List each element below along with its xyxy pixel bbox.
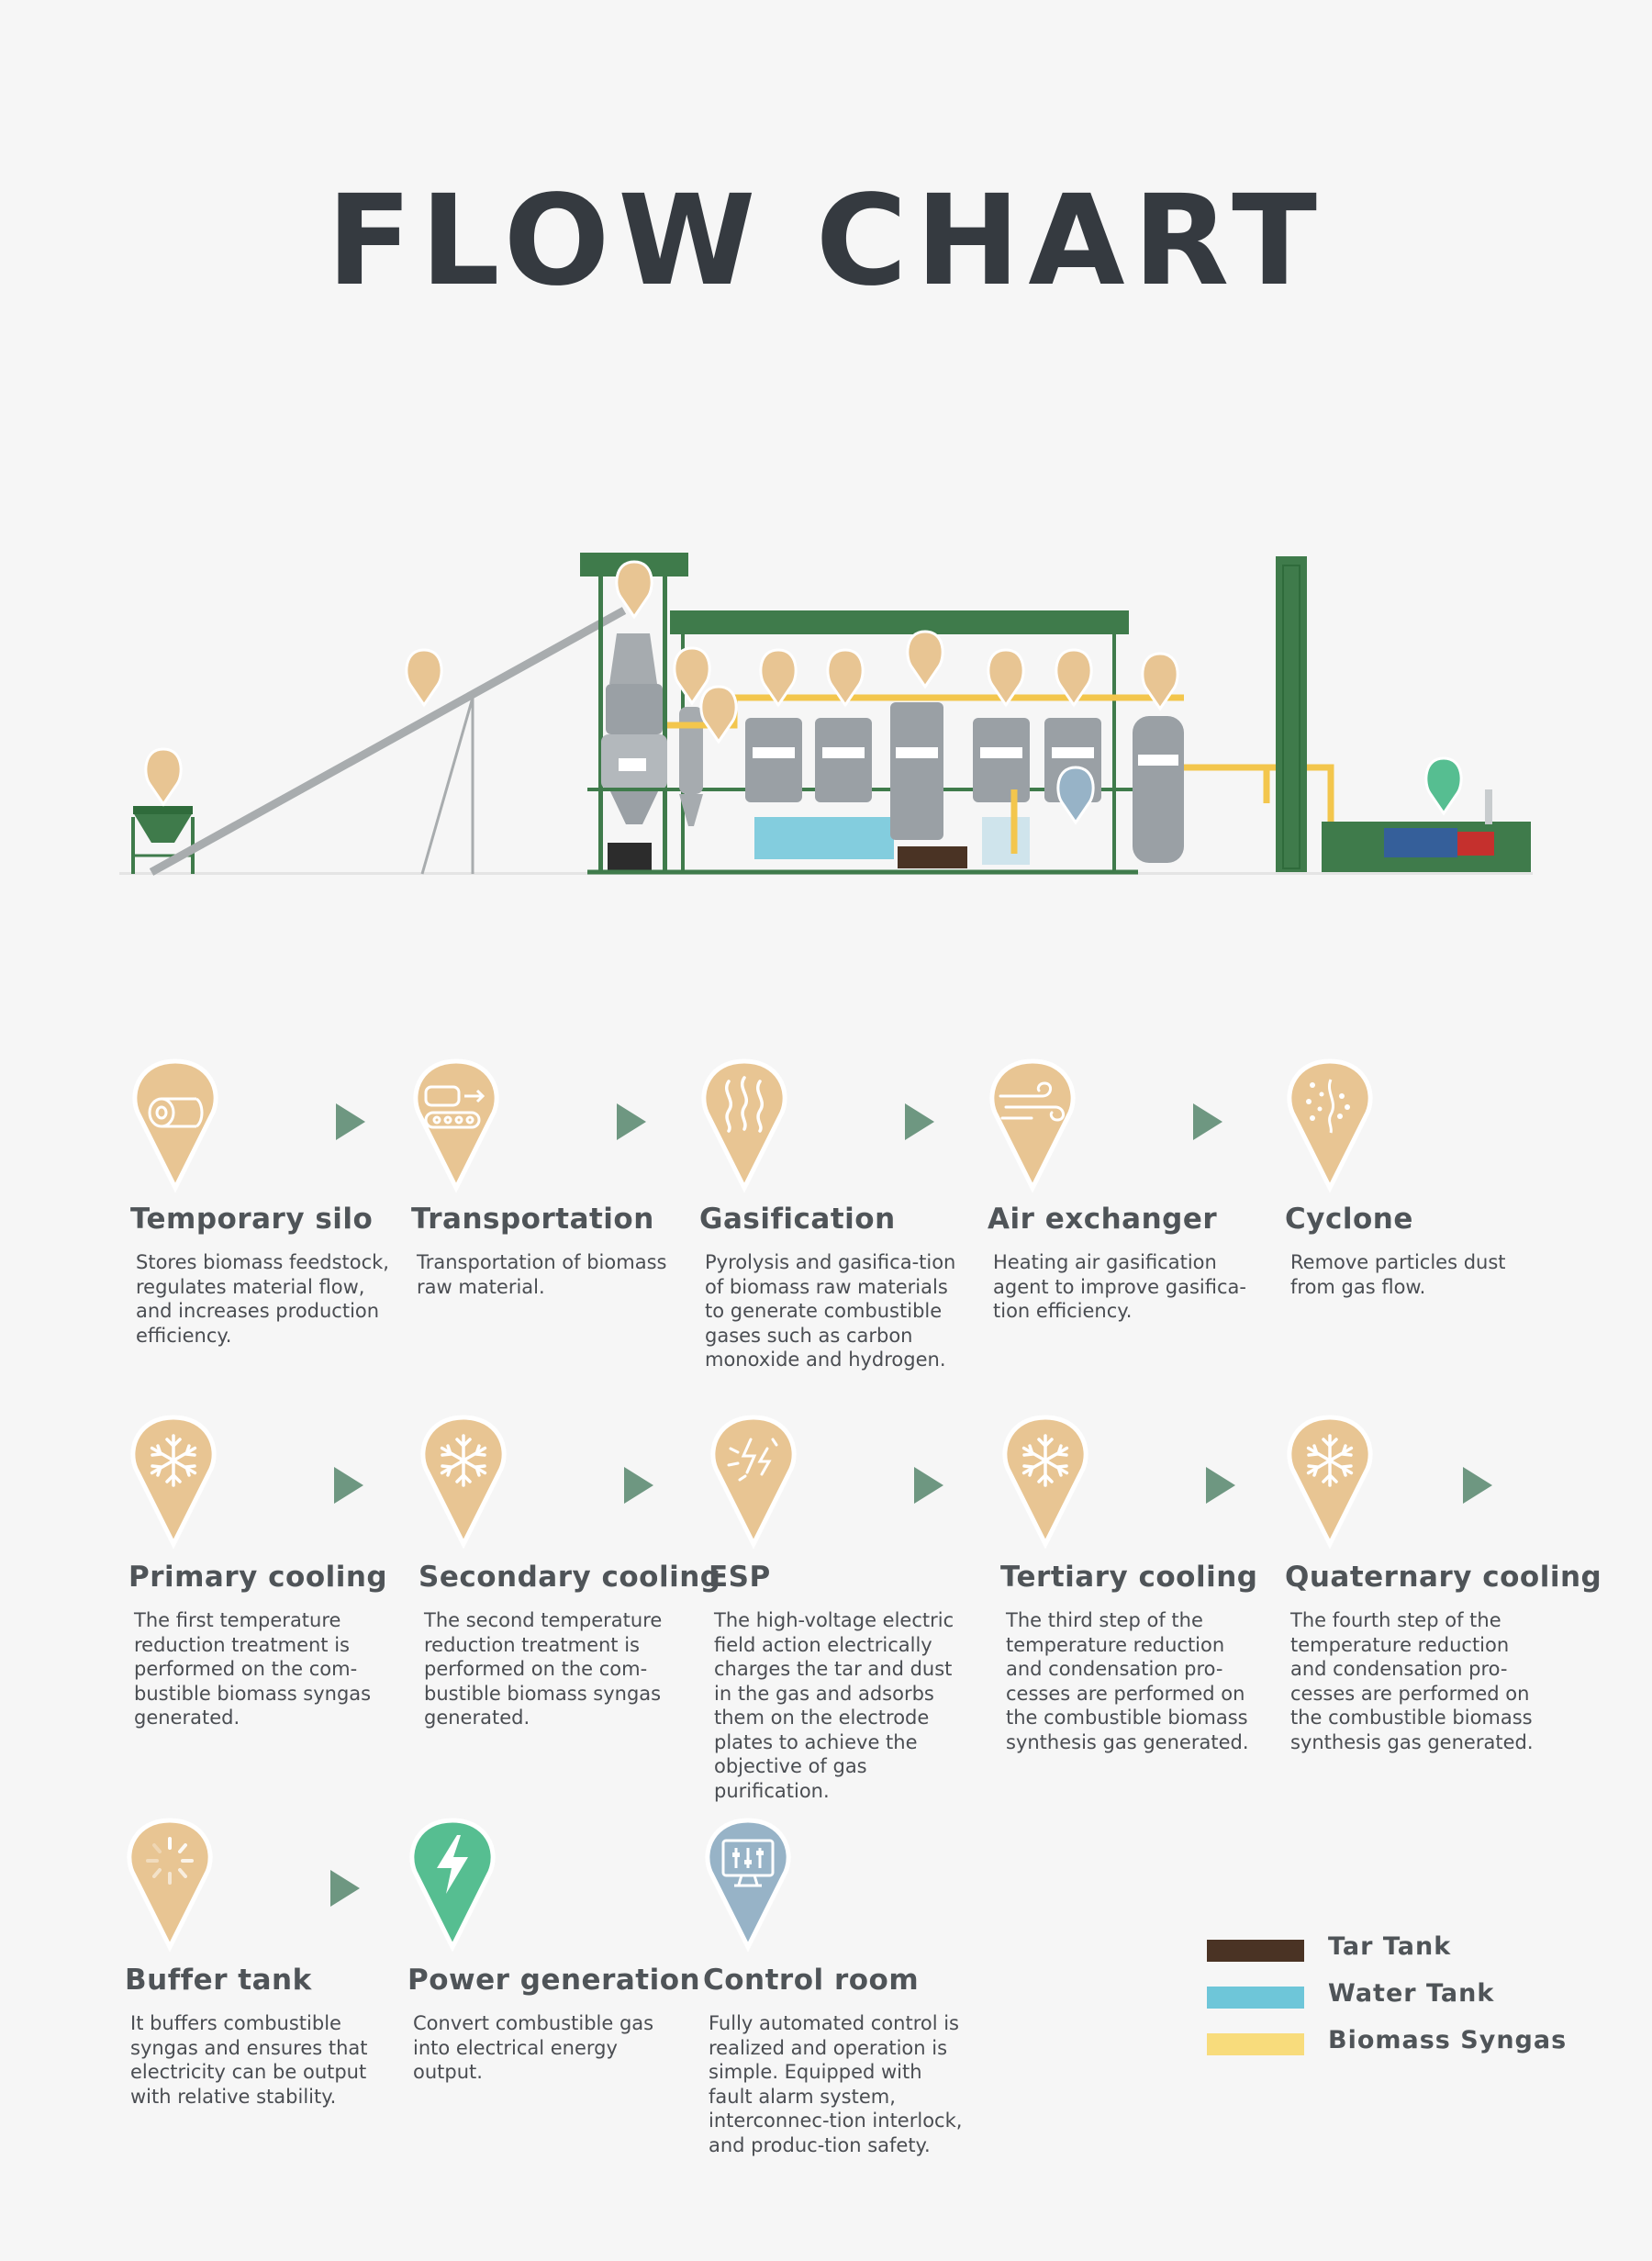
- step-description: The high-voltage electric field action e…: [714, 1609, 954, 1802]
- step-title: Buffer tank: [125, 1964, 312, 1997]
- step-description: Fully automated control is realized and …: [709, 2012, 963, 2156]
- plant-illustration: [119, 553, 1533, 876]
- step-title: Transportation: [411, 1203, 654, 1236]
- next-arrow-icon: [1206, 1467, 1235, 1504]
- step-description: Heating air gasification agent to improv…: [993, 1251, 1246, 1322]
- snowflake-icon: [130, 1415, 217, 1550]
- wind-icon: [989, 1058, 1076, 1193]
- next-arrow-icon: [334, 1467, 363, 1504]
- next-arrow-icon: [1193, 1103, 1222, 1140]
- illustration-pins: [144, 560, 1463, 825]
- next-arrow-icon: [914, 1467, 943, 1504]
- step-title: Control room: [703, 1964, 920, 1997]
- step-title: Cyclone: [1285, 1203, 1413, 1236]
- snowflake-icon: [420, 1415, 507, 1550]
- step-title: Tertiary cooling: [1000, 1561, 1258, 1594]
- step-description: Convert combustible gas into electrical …: [413, 2012, 654, 2083]
- electric-spark-icon: [710, 1415, 797, 1550]
- legend-label: Tar Tank: [1328, 1932, 1452, 1961]
- tar-tank-swatch: [1207, 1940, 1304, 1962]
- step-description: Remove particles dust from gas flow.: [1290, 1251, 1506, 1298]
- heat-waves-icon: [701, 1058, 787, 1193]
- step-title: ESP: [709, 1561, 771, 1594]
- next-arrow-icon: [624, 1467, 653, 1504]
- step-title: Temporary silo: [130, 1203, 374, 1236]
- legend-label: Biomass Syngas: [1328, 2026, 1568, 2054]
- gasifier-illustration: [580, 553, 688, 872]
- step-description: It buffers combustible syngas and ensure…: [130, 2012, 368, 2108]
- biomass-syngas-swatch: [1207, 2033, 1304, 2055]
- step-title: Air exchanger: [988, 1203, 1218, 1236]
- step-description: The fourth step of the temperature reduc…: [1290, 1609, 1534, 1753]
- step-description: The second temperature reduction treatme…: [424, 1609, 663, 1729]
- particles-icon: [1287, 1058, 1373, 1193]
- water-tank-swatch: [1207, 1987, 1304, 2009]
- next-arrow-icon: [1463, 1467, 1492, 1504]
- monitor-sliders-icon: [705, 1818, 791, 1953]
- step-title: Gasification: [699, 1203, 896, 1236]
- lightning-bolt-icon: [409, 1818, 496, 1953]
- cooler-tanks-illustration: [745, 702, 1184, 863]
- conveyor-illustration: [149, 607, 627, 876]
- step-description: Stores biomass feedstock, regulates mate…: [136, 1251, 389, 1347]
- step-title: Power generation: [407, 1964, 701, 1997]
- next-arrow-icon: [905, 1103, 934, 1140]
- next-arrow-icon: [330, 1870, 360, 1907]
- next-arrow-icon: [336, 1103, 365, 1140]
- page-title: FLOW CHART: [327, 169, 1325, 314]
- step-title: Primary cooling: [128, 1561, 388, 1594]
- step-description: The third step of the temperature reduct…: [1006, 1609, 1249, 1753]
- snowflake-icon: [1287, 1415, 1373, 1550]
- step-description: Pyrolysis and gasifica-tion of biomass r…: [705, 1251, 956, 1371]
- loading-spinner-icon: [127, 1818, 213, 1953]
- step-title: Secondary cooling: [419, 1561, 721, 1594]
- next-arrow-icon: [617, 1103, 646, 1140]
- step-description: The first temperature reduction treatmen…: [134, 1609, 372, 1729]
- log-icon: [132, 1058, 218, 1193]
- legend-label: Water Tank: [1328, 1979, 1495, 2008]
- snowflake-icon: [1002, 1415, 1088, 1550]
- generator-illustration: [1322, 789, 1531, 872]
- step-title: Quaternary cooling: [1285, 1561, 1602, 1594]
- conveyor-icon: [413, 1058, 499, 1193]
- step-description: Transportation of biomass raw material.: [417, 1251, 667, 1298]
